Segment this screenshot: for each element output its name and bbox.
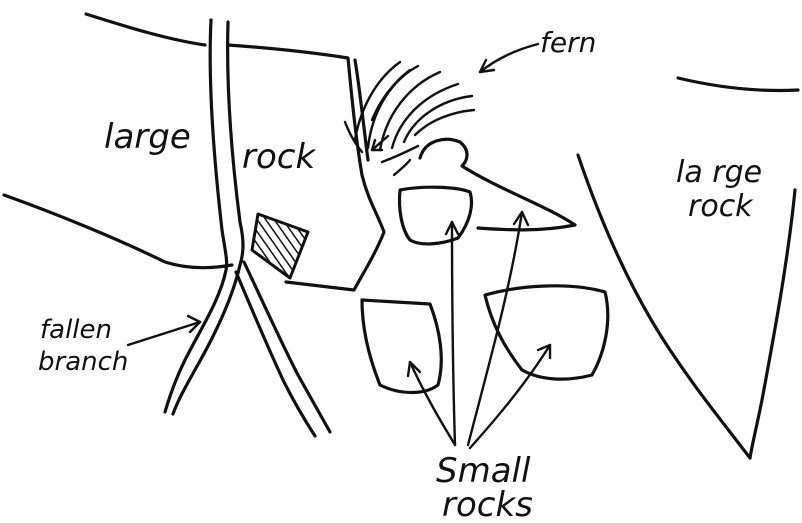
label-large-left-2: rock [242,137,316,177]
label-branch: branch [38,347,128,377]
fern-arrow [480,44,538,72]
label-fern: fern [540,26,596,59]
fallen-branch-arrow [128,316,200,345]
small-rock-left [362,300,441,393]
hatched-patch [252,214,308,278]
small-rock-right [485,286,608,379]
label-rocks: rocks [442,485,533,523]
large-rock-right-outline [578,78,798,458]
large-rock-left-outline [4,14,384,290]
label-large-left-1: large [104,117,191,157]
label-fallen: fallen [40,315,112,345]
label-large-right-1: la rge [676,155,762,190]
fern-rock [399,139,575,244]
small-rocks-arrows [408,212,550,448]
label-large-right-2: rock [688,189,754,224]
fallen-branch [165,20,330,436]
